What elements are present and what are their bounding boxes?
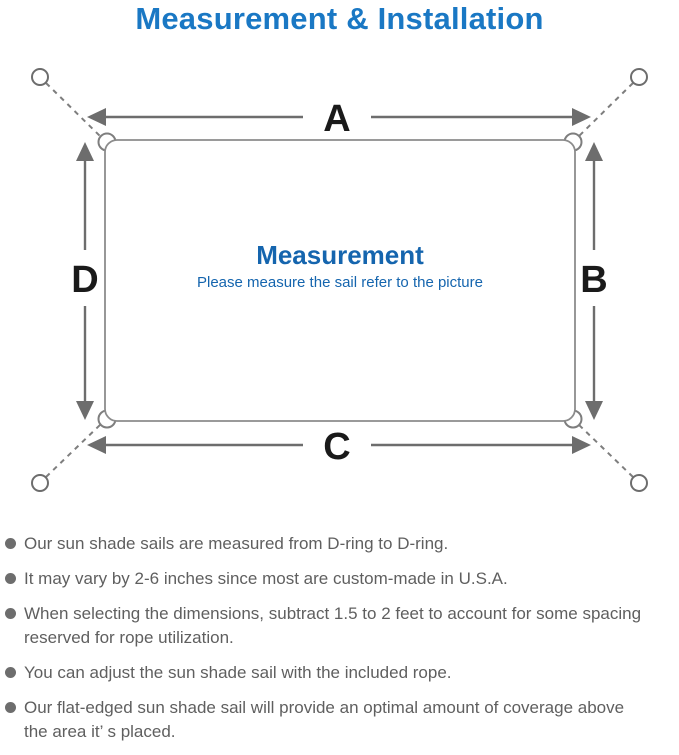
rope-top-right [577,82,634,138]
notes-list: Our sun shade sails are measured from D-… [0,532,679,755]
page-title: Measurement & Installation [135,1,544,36]
dim-b-arrowhead-up [585,142,603,161]
note-item: When selecting the dimensions, subtract … [0,602,679,650]
rope-bottom-left [45,423,102,478]
anchor-points [31,68,648,492]
dim-label-b: B [580,259,607,301]
note-text: You can adjust the sun shade sail with t… [24,663,452,682]
bullet-icon [5,702,16,713]
note-item: You can adjust the sun shade sail with t… [0,661,679,685]
dim-b-arrowhead-down [585,401,603,420]
dim-label-a: A [323,98,350,140]
note-item: Our flat-edged sun shade sail will provi… [0,696,679,744]
center-heading: Measurement [256,240,424,270]
anchor-point-top-left [31,68,49,86]
note-text: Our sun shade sails are measured from D-… [24,534,449,553]
anchor-point-bottom-left [31,474,49,492]
note-text: Our flat-edged sun shade sail will provi… [24,698,625,741]
dim-c-arrowhead-left [87,436,106,454]
dim-arrow-c [87,436,591,454]
anchor-rope-lines [45,82,634,478]
dim-d-arrowhead-up [76,142,94,161]
dim-c-arrowhead-right [572,436,591,454]
measurement-diagram: A C D B [31,68,648,492]
sail-outline [104,139,576,422]
bullet-icon [5,608,16,619]
dim-arrow-a [87,108,591,126]
dim-a-arrowhead-left [87,108,106,126]
dim-label-d: D [71,259,98,301]
dim-d-arrowhead-down [76,401,94,420]
rope-bottom-right [577,423,634,478]
anchor-point-top-right [630,68,648,86]
bullet-icon [5,538,16,549]
center-subtitle: Please measure the sail refer to the pic… [197,274,483,291]
note-item: It may vary by 2-6 inches since most are… [0,567,679,591]
note-item: Our sun shade sails are measured from D-… [0,532,679,556]
note-text: When selecting the dimensions, subtract … [24,604,642,647]
sail-center-caption: Measurement Please measure the sail refe… [105,241,575,292]
anchor-point-bottom-right [630,474,648,492]
dim-arrow-d [76,142,94,420]
bullet-icon [5,667,16,678]
rope-top-left [45,82,102,138]
measurement-installation-infographic: Measurement & Installation [5,1,648,741]
bullet-icon [5,573,16,584]
dim-a-arrowhead-right [572,108,591,126]
note-text: It may vary by 2-6 inches since most are… [24,569,508,588]
dim-arrow-b [585,142,603,420]
dim-label-c: C [323,426,350,468]
